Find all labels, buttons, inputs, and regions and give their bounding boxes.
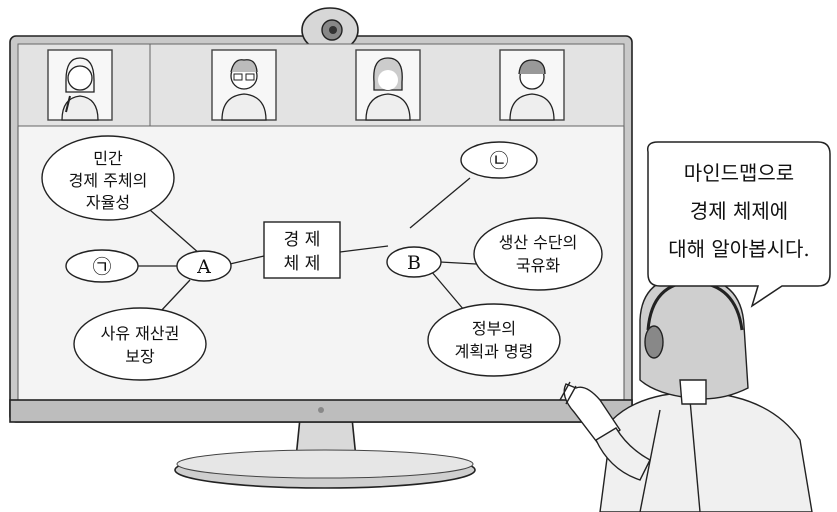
participant-tile-2[interactable] — [211, 49, 277, 121]
speech-line-3: 대해 알아봅시다. — [668, 237, 810, 261]
center-label-line2: 체 제 — [284, 254, 321, 274]
b-branch-bottom-bubble — [427, 303, 561, 377]
a-branch-top-line1: 민간 — [93, 149, 123, 168]
b-branch-bottom-line1: 정부의 — [472, 319, 516, 338]
b-branch-right-line2: 국유화 — [516, 256, 560, 275]
a-branch-top-line3: 자율성 — [86, 193, 130, 212]
b-branch-top-label: ㉡ — [489, 150, 508, 172]
speech-line-1: 마인드맵으로 — [684, 161, 794, 185]
node-a-label: A — [196, 256, 211, 278]
a-branch-bottom-line1: 사유 재산권 — [101, 324, 180, 343]
a-branch-left-bubble — [65, 249, 139, 283]
a-branch-bottom-line2: 보장 — [125, 347, 155, 366]
b-branch-bottom-line2: 계획과 명령 — [455, 342, 534, 361]
a-branch-top-bubble — [41, 135, 175, 221]
mindmap-connectors — [138, 177, 477, 313]
monitor-stand — [174, 417, 476, 489]
node-b — [386, 246, 442, 278]
webcam-icon — [301, 7, 359, 53]
center-label-line1: 경 제 — [284, 230, 321, 250]
participant-tile-4[interactable] — [499, 49, 565, 121]
power-led-icon — [318, 407, 324, 413]
speech-bubble — [646, 141, 831, 308]
a-branch-bottom-bubble — [73, 307, 207, 381]
node-a — [176, 250, 232, 282]
a-branch-left-label: ㉠ — [92, 256, 111, 278]
b-branch-right-line1: 생산 수단의 — [499, 233, 578, 252]
teacher-figure — [559, 275, 813, 512]
participant-tile-1[interactable] — [47, 49, 113, 121]
b-branch-top-bubble — [460, 141, 538, 179]
participant-tile-3[interactable] — [355, 49, 421, 121]
node-b-label: B — [407, 252, 421, 274]
center-node — [263, 221, 341, 279]
a-branch-top-line2: 경제 주체의 — [69, 171, 148, 190]
speech-line-2: 경제 체제에 — [690, 199, 788, 223]
b-branch-right-bubble — [473, 217, 603, 291]
